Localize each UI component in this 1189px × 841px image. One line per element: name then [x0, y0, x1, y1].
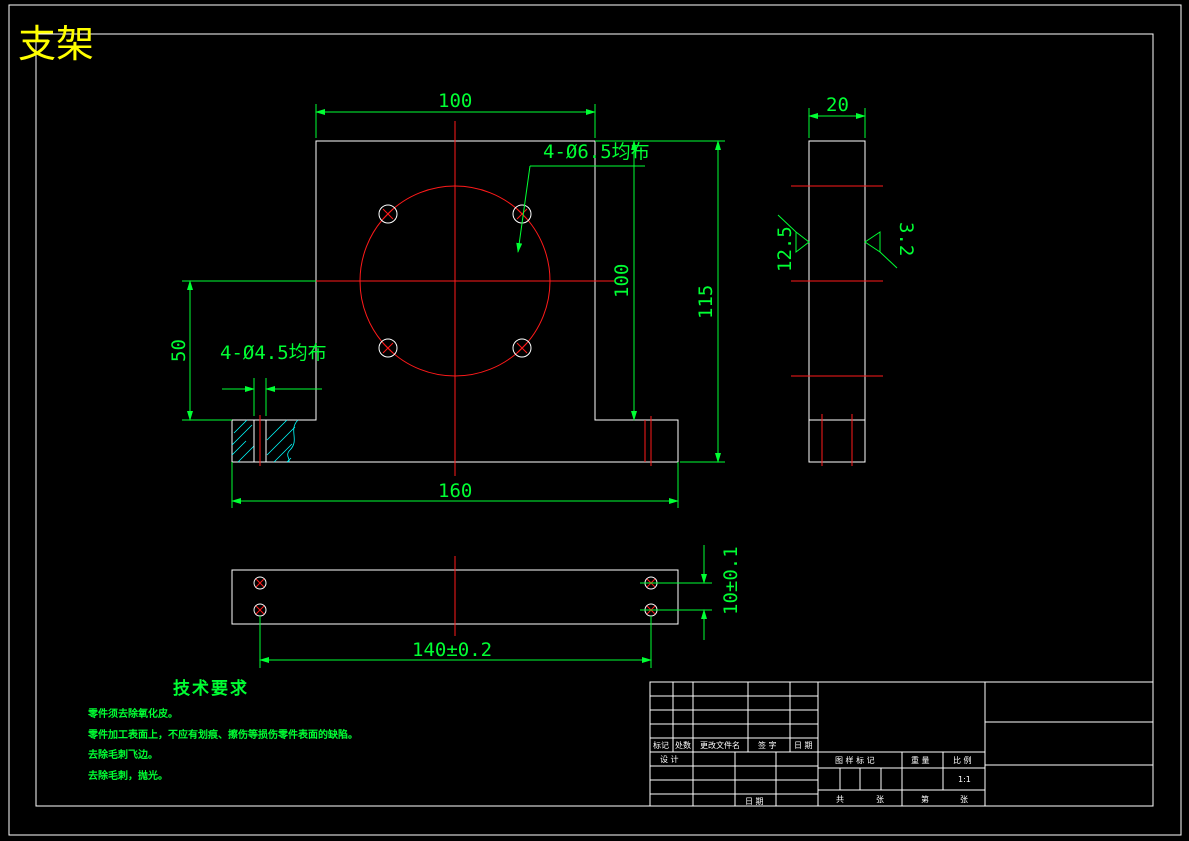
front-view: 100 4-Ø6.5均布 100 115 50 4-Ø4.5均布 160: [168, 90, 725, 508]
tech-item-4: 去除毛刺，抛光。: [88, 769, 168, 782]
tb-sheet-no-unit: 张: [960, 795, 968, 804]
mounting-holes: [378, 204, 532, 358]
roughness-left: 12.5: [774, 226, 796, 272]
top-view: 10±0.1 140±0.2: [231, 545, 742, 668]
dim-total-height: 115: [695, 285, 717, 319]
tb-sheet-total: 共: [836, 795, 844, 804]
dim-front-width: 100: [438, 90, 472, 112]
bolt-circle: [359, 185, 551, 377]
tb-stage-2: 比 例: [953, 755, 972, 765]
tech-item-2: 零件加工表面上，不应有划痕、擦伤等损伤零件表面的缺陷。: [87, 728, 358, 741]
dim-left-height: 50: [168, 339, 190, 362]
dim-hole-spacing: 140±0.2: [412, 639, 492, 661]
side-view: 20 12.5 3.2: [774, 94, 917, 466]
side-outline: [808, 140, 866, 463]
dim-holes-small: 4-Ø4.5均布: [220, 342, 327, 364]
roughness-left-symbol: [777, 214, 810, 254]
tb-date: 日 期: [745, 797, 764, 806]
tb-sheet-no: 第: [921, 794, 929, 804]
roughness-right: 3.2: [895, 222, 917, 256]
dim-side-width: 20: [826, 94, 849, 116]
tech-heading: 技术要求: [173, 678, 249, 699]
dim-base-length: 160: [438, 480, 472, 502]
tb-scale: 1:1: [958, 775, 971, 784]
tb-rev-1: 处数: [675, 740, 691, 750]
tb-stage-1: 重 量: [911, 755, 930, 765]
roughness-right-symbol: [864, 231, 898, 269]
drawing-title: 支架: [18, 22, 94, 66]
tb-sheet-total-unit: 张: [876, 795, 884, 804]
section-hatch: [231, 419, 299, 463]
dim-hole-offset: 10±0.1: [720, 546, 742, 615]
tb-rev-2: 更改文件名: [700, 740, 740, 750]
tech-item-3: 去除毛刺飞边。: [88, 748, 158, 761]
outer-border: [8, 4, 1182, 836]
tech-requirements: 技术要求 零件须去除氧化皮。 零件加工表面上，不应有划痕、擦伤等损伤零件表面的缺…: [87, 678, 358, 782]
inner-border: [35, 33, 1154, 807]
tb-stage-0: 图 样 标 记: [835, 755, 875, 765]
dim-inner-height: 100: [611, 264, 633, 298]
tb-rev-3: 签 字: [758, 740, 777, 750]
title-block: 标记 处数 更改文件名 签 字 日 期 设 计 日 期 图 样 标 记 重 量 …: [649, 681, 1154, 807]
tech-item-1: 零件须去除氧化皮。: [87, 707, 178, 720]
tb-design: 设 计: [660, 754, 679, 764]
tb-rev-0: 标记: [653, 740, 669, 750]
dim-holes-large: 4-Ø6.5均布: [543, 141, 650, 163]
tb-rev-4: 日 期: [794, 741, 813, 750]
